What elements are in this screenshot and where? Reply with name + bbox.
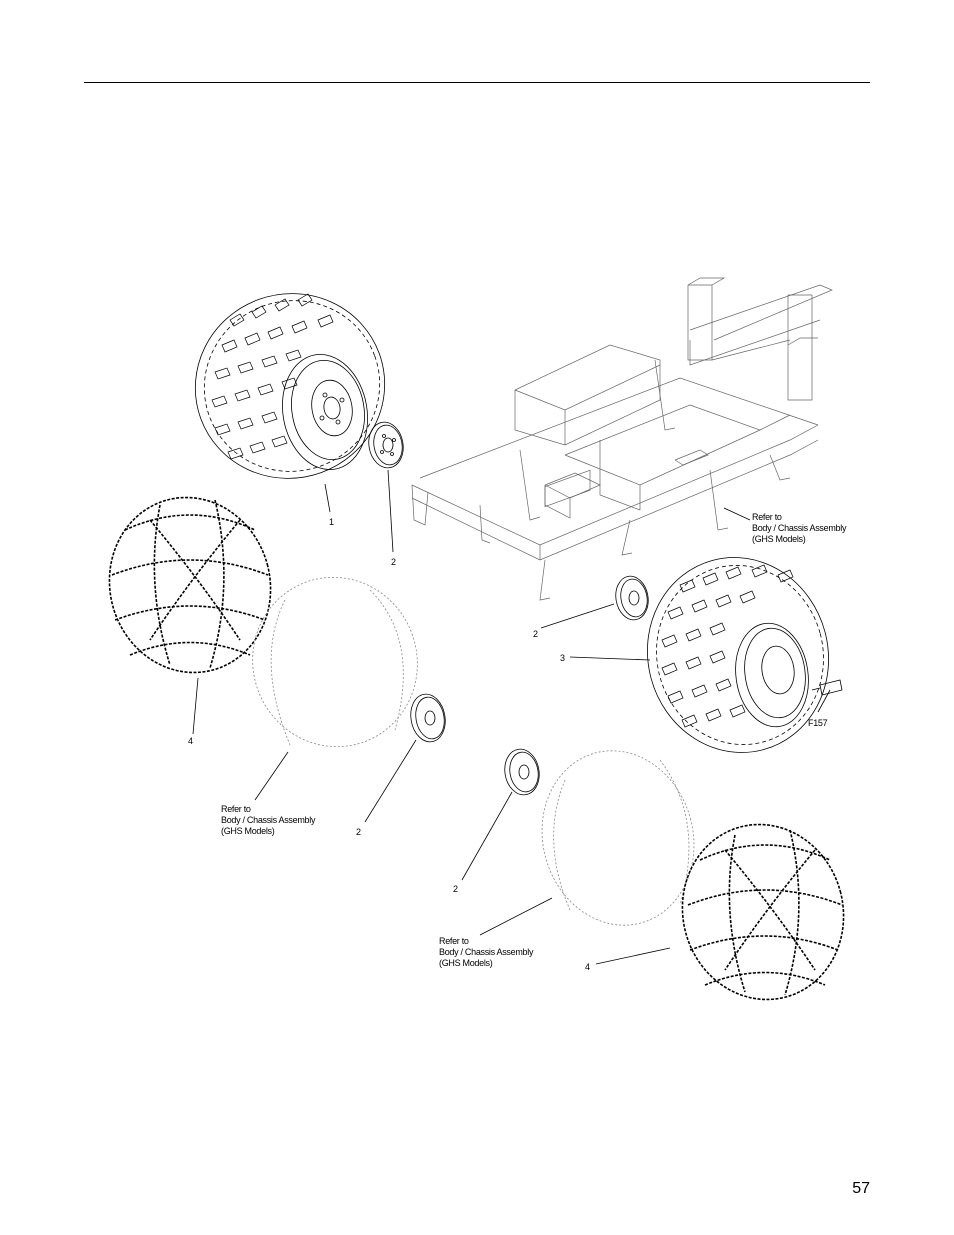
spacer-item-2-a	[368, 421, 404, 469]
reference-note-chassis-lower: Refer to Body / Chassis Assembly (GHS Mo…	[439, 936, 534, 968]
header-rule	[84, 82, 870, 83]
callout-item-4: 4	[188, 736, 193, 746]
reference-note-chassis-left: Refer to Body / Chassis Assembly (GHS Mo…	[221, 804, 316, 836]
figure-code: F157	[808, 718, 828, 728]
callout-item-4: 4	[585, 962, 590, 972]
callout-item-2: 2	[453, 884, 458, 894]
leader-lines	[192, 469, 831, 965]
callout-item-3: 3	[560, 653, 565, 663]
wheel-assembly-item-1	[194, 293, 386, 479]
callout-item-2: 2	[356, 827, 361, 837]
tire-chain-item-4-b	[681, 823, 845, 1001]
page-number: 57	[852, 1180, 870, 1197]
tire-tread-pattern	[211, 293, 334, 460]
callout-item-2: 2	[391, 557, 396, 567]
ghost-tire-reference-left	[252, 576, 418, 748]
callout-item-2: 2	[533, 629, 538, 639]
tire-chain-item-4-a	[108, 496, 272, 674]
spacer-item-2-b	[615, 575, 649, 621]
callout-item-1: 1	[329, 517, 334, 527]
spacer-item-2-c	[410, 693, 446, 743]
spacer-item-2-d	[504, 748, 540, 796]
chassis-frame	[411, 277, 833, 601]
reference-note-chassis-upper: Refer to Body / Chassis Assembly (GHS Mo…	[752, 512, 847, 544]
wheel-assembly-item-3	[647, 557, 843, 753]
tire-tread-pattern	[661, 564, 794, 728]
ghost-tire-reference-right	[541, 750, 695, 926]
